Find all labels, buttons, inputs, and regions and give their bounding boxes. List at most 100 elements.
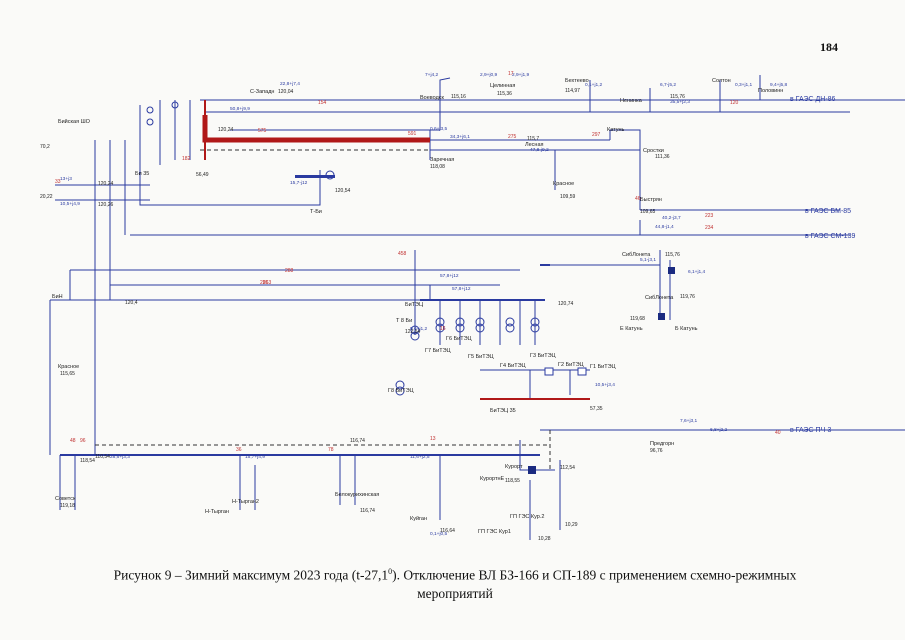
gen-g1 — [577, 367, 587, 376]
flow-18: 6,8+j2,2 — [710, 427, 728, 433]
voltage-gtes: 10,28 — [538, 536, 551, 542]
voltage-kuygan: 116,64 — [440, 528, 455, 534]
voltage-sovetsk: 119,18 — [60, 503, 75, 509]
flow-1: 22,8+j7,4 — [280, 81, 300, 87]
label-bi-left: БиН — [52, 294, 63, 300]
load-286: 286 — [260, 280, 269, 286]
overloaded-line — [202, 115, 430, 143]
flow-25: 10,5+j4,9 — [60, 201, 80, 207]
voltage-krasnoe: 109,59 — [560, 194, 576, 200]
label-sibloneta2: СибЛонета — [645, 295, 674, 301]
direction-bm85: в ГАЭС БМ-85 — [805, 208, 851, 215]
label-n-tyrgan: Н-Тырган — [205, 509, 229, 515]
label-t-bi: Т-Би — [310, 209, 322, 215]
label-g2: Г2 БиТЭЦ — [558, 362, 584, 368]
label-predgorn: Предгорн — [650, 441, 674, 447]
flow-4: 2,9+j0,9 — [480, 72, 498, 78]
direction-dn86: в ГАЭС ДН-86 — [790, 96, 836, 103]
gen-g2 — [544, 367, 554, 376]
trafo-biysk-1 — [146, 106, 154, 114]
flow-17: 57,8+j12 — [452, 286, 471, 292]
trafo-g6-b — [455, 323, 465, 333]
label-sovetsk: Советск — [55, 496, 76, 502]
load-591: 591 — [408, 131, 417, 137]
label-krasnoe2: Красное — [58, 364, 79, 370]
load-17: 17 — [508, 71, 514, 77]
load-96: 96 — [80, 438, 86, 444]
flow-3: 7+j4,2 — [425, 72, 439, 78]
flow-9: 9,4+j5,8 — [770, 82, 788, 88]
voltage-kurort: 118,55 — [505, 478, 520, 484]
voltage-lesnaya: 115,7 — [527, 136, 539, 142]
load-13: 13 — [430, 436, 436, 442]
load-78: 78 — [328, 447, 334, 453]
trafo-g7-b — [435, 323, 445, 333]
load-458: 458 — [398, 251, 407, 257]
label-b-katun: Б Катунь — [675, 326, 698, 332]
bus-sib — [540, 264, 550, 266]
load-288: 288 — [285, 268, 294, 274]
voltage-left-top: 70,2 — [40, 144, 50, 150]
trafo-biysk-3 — [171, 101, 179, 109]
caption-degree: 0 — [388, 567, 393, 576]
flow-26: 15,7-j12 — [290, 180, 308, 186]
voltage-belok: 116,74 — [360, 508, 375, 514]
label-tselinnaya: Целинная — [490, 83, 515, 89]
trafo-g7-a — [435, 317, 445, 327]
voltage-bus-bot-left: 118,54 — [80, 458, 95, 464]
label-g1: Г1 БиТЭЦ — [590, 364, 616, 370]
flow-30: 10,5+j3,4 — [595, 382, 615, 388]
label-voevodsk: Воеводск — [420, 95, 445, 101]
label-g5: Г5 БиТЭЦ — [468, 354, 494, 360]
breaker-sib — [668, 267, 675, 274]
voltage-sibloneta: 115,76 — [665, 252, 680, 258]
label-srostki: Сростки — [643, 148, 664, 154]
breaker-sib2 — [658, 313, 665, 320]
line-bi35 — [139, 105, 321, 206]
bus-bi35 — [295, 175, 335, 178]
caption-text-1: Рисунок 9 – Зимний максимум 2023 года (t… — [113, 567, 389, 583]
load-275: 275 — [508, 134, 517, 140]
flow-8: 0,3+j1,1 — [735, 82, 753, 88]
label-katun: Катунь — [607, 127, 625, 133]
load-36: 36 — [236, 447, 242, 453]
label-sibloneta: СибЛонета — [622, 252, 651, 258]
label-bitec35: БиТЭЦ 35 — [490, 408, 516, 414]
load-40: 40 — [775, 430, 781, 436]
trafo-g3-a — [530, 317, 540, 327]
voltage-predgorn: 96,76 — [650, 448, 663, 454]
flow-10: 35,5+j2,3 — [670, 99, 690, 105]
label-g6: Г6 БиТЭЦ — [446, 336, 472, 342]
voltage-tselinnaya: 115,36 — [497, 91, 512, 97]
voltage-gtes2: 10,29 — [565, 522, 578, 528]
flow-11: 0,6+j3,5 — [430, 126, 448, 132]
flow-14: 40,2-j3,7 — [662, 215, 681, 221]
flow-2: 50,8+j9,9 — [230, 106, 250, 112]
flow-7: 6,7-j5,2 — [660, 82, 676, 88]
voltage-bystryan: 109,65 — [640, 209, 656, 215]
flow-23: 6,1+j1,4 — [688, 269, 706, 275]
load-223: 223 — [705, 213, 714, 219]
label-gtes-kur: ГП ГЭС Кур.2 — [510, 514, 544, 520]
trafo-g5-b — [475, 323, 485, 333]
voltage-biysk: 120,24 — [218, 127, 234, 133]
label-krasnoe: Красное — [553, 181, 574, 187]
label-g4: Г4 БиТЭЦ — [500, 363, 526, 369]
voltage-t8: 122,54 — [405, 329, 421, 335]
label-kurort: Курорт — [505, 464, 523, 470]
label-g7: Г7 БиТЭЦ — [425, 348, 451, 354]
flow-22: 15,7+j4,9 — [245, 454, 265, 460]
voltage-bus-bot: 116,74 — [350, 438, 365, 444]
figure-caption: Рисунок 9 – Зимний максимум 2023 года (t… — [40, 563, 870, 603]
label-nenink: Ненинка — [620, 98, 643, 104]
load-16: 16 — [440, 326, 446, 332]
bus-bitec35 — [480, 398, 590, 400]
flow-29: 5,1-j3,1 — [640, 257, 656, 263]
voltage-bus-left1: 120,24 — [98, 181, 114, 187]
voltage-zarechnaya: 118,08 — [430, 164, 445, 170]
trafo-bi35 — [325, 170, 335, 180]
load-263: 263 — [263, 280, 272, 286]
voltage-solton: 115,76 — [670, 94, 685, 100]
trafo-g6-a — [455, 317, 465, 327]
